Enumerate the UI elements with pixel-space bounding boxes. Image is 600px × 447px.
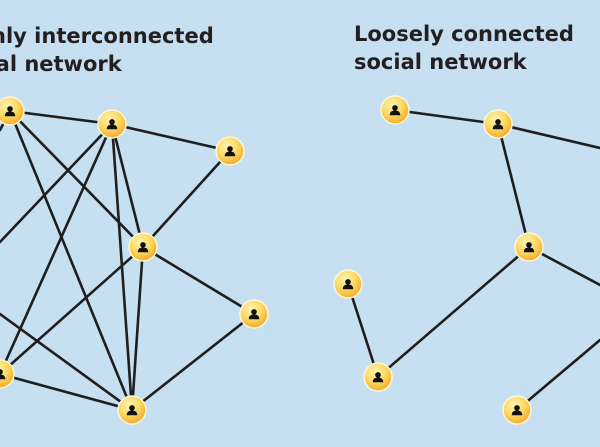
edge-n-offright [515,338,600,412]
edge-h-i [393,108,500,126]
edge-i-offright [496,122,600,150]
person-icon [483,109,513,139]
person-icon [215,136,245,166]
left-network-title: ghly interconnected cial network [0,22,214,78]
right-title-line-2: social network [354,50,527,74]
edge-g-offleft [0,312,134,412]
edge-a-g [8,109,134,412]
left-network-nodes [0,96,269,425]
person-icon [128,232,158,262]
edge-a-e [8,109,145,249]
person-icon [0,359,15,389]
person-icon [363,362,393,392]
left-network-edges [0,109,256,412]
edge-b-c [110,122,232,153]
right-title-line-1: Loosely connected [354,22,574,46]
edge-b-f [0,122,114,376]
edge-a-b [8,109,114,126]
person-icon [117,395,147,425]
edge-f-g [0,372,134,412]
edge-d-g [130,312,256,412]
edge-c-e [141,149,232,249]
edge-k-m [346,282,380,379]
edge-i-j [496,122,531,249]
person-icon [333,269,363,299]
left-title-line-2: cial network [0,52,122,76]
edge-b-offleft [0,122,114,244]
edge-e-f [0,245,145,376]
edge-j-m [376,245,531,379]
person-icon [514,232,544,262]
edge-b-e [110,122,145,249]
edge-e-d [141,245,256,316]
right-network-title: Loosely connected social network [354,20,574,76]
left-title-line-1: ghly interconnected [0,24,214,48]
person-icon [380,95,410,125]
person-icon [239,299,269,329]
person-icon [502,395,532,425]
person-icon [97,109,127,139]
person-icon [0,96,25,126]
right-network-nodes [333,95,544,425]
edge-e-g [130,245,145,412]
